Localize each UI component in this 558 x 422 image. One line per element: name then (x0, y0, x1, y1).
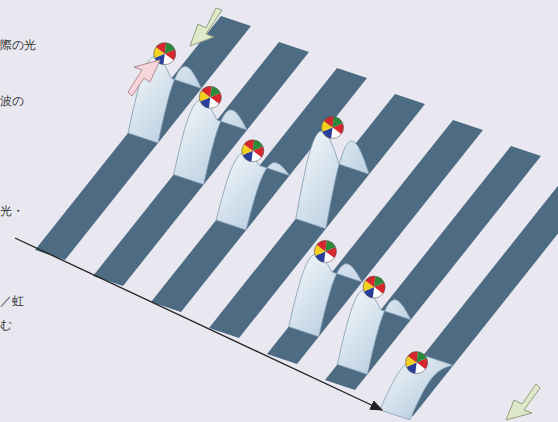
ball-segment (156, 43, 166, 54)
ball-outline (199, 86, 221, 108)
ball-segment (408, 352, 418, 363)
ball-segment (324, 251, 334, 262)
direction-arrow (128, 60, 160, 96)
wave-strips (35, 16, 558, 420)
ball-segment (253, 140, 263, 151)
ball-segment (209, 97, 219, 108)
ball-segment (365, 276, 375, 287)
side-text: 際の光 (0, 38, 36, 52)
wave-hump (216, 153, 289, 231)
ball-segment (317, 240, 327, 251)
ball-segment (374, 276, 384, 287)
direction-arrow (190, 8, 222, 46)
ball-outline (322, 117, 344, 139)
ball-segment (333, 117, 343, 128)
ball-outline (406, 352, 428, 374)
direction-arrow (506, 384, 540, 420)
side-text: 光・ (0, 204, 24, 218)
ball-outline (314, 240, 336, 262)
ball-segment (210, 86, 220, 97)
ball-segment (331, 128, 341, 139)
wave-hump (296, 131, 369, 229)
ball-segment (163, 54, 173, 65)
ball-segment (415, 363, 425, 374)
time-axis-arrow (15, 238, 382, 410)
side-text: ／虹 (0, 294, 24, 308)
ball-segment (165, 43, 175, 54)
ball-segment (417, 352, 427, 363)
ball-segment (325, 240, 335, 251)
ball-outline (242, 140, 264, 162)
ball-segment (202, 86, 212, 97)
side-text: む (0, 318, 12, 332)
ball-outline (363, 276, 385, 298)
wave-hump (380, 355, 453, 420)
wave-hump (337, 290, 410, 375)
ball-segment (244, 140, 254, 151)
side-text: 波の (0, 94, 24, 108)
ball-segment (324, 116, 334, 127)
ball-segment (373, 287, 383, 298)
ball-segment (251, 151, 261, 162)
